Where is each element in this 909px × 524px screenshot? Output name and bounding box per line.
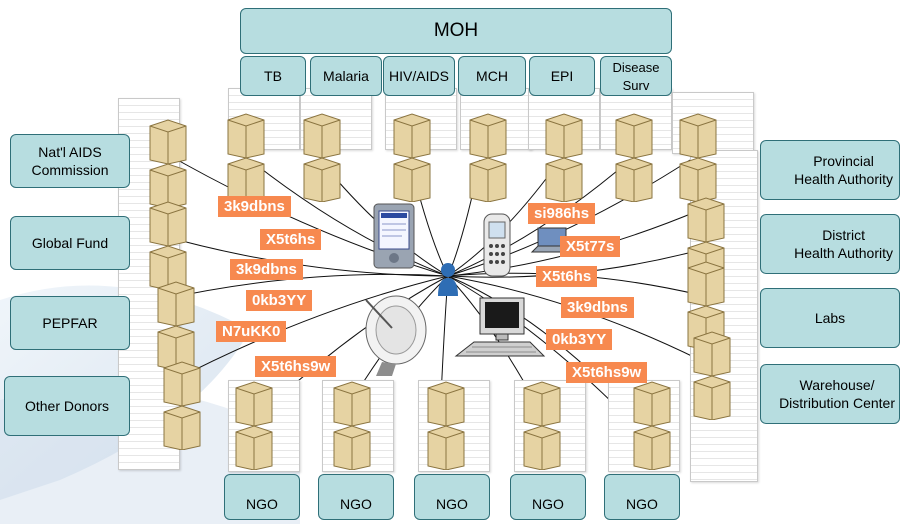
left-box-pepfar: PEPFAR [10,296,130,350]
program-box-disease-surv: Disease Surv [600,56,672,96]
server-stack-icon [520,380,564,475]
program-box-hiv-aids: HIV/AIDS [383,56,455,96]
server-stack-icon [542,112,586,207]
server-stack-icon [466,112,510,207]
left-box-natl-aids-commission: Nat'l AIDS Commission [10,134,130,188]
server-stack-icon [676,112,720,207]
server-stack-icon [146,200,190,295]
record-id-label: 3k9dbns [230,259,303,280]
right-box-labs: Labs [760,288,900,348]
connector-line [447,275,631,421]
pda-icon [373,203,415,269]
record-id-label: 0kb3YY [546,329,613,350]
server-stack-icon [300,112,344,207]
record-id-label: X5t6hs9w [566,362,648,383]
record-id-label: si986hs [528,203,596,224]
server-stack-icon [690,330,734,425]
bottom-box-ngo-2: NGO [318,474,394,520]
connector-line [159,273,449,301]
record-id-label: X5t6hs [260,229,322,250]
right-box-warehouse: Warehouse/ Distribution Center [760,364,900,424]
server-stack-icon [612,112,656,207]
moh-box: MOH [240,8,672,54]
satellite-dish-icon [365,295,427,376]
desktop-computer-icon [454,297,546,357]
connector-line [164,275,449,386]
connector-line [159,234,449,277]
program-box-epi: EPI [529,56,595,96]
server-stack-icon [160,360,204,455]
server-stack-icon [630,380,674,475]
record-id-label: X5t77s [560,236,621,257]
record-id-label: 0kb3YY [246,290,313,311]
bottom-box-ngo-1: NGO [224,474,300,520]
connector-line [447,159,691,277]
server-stack-icon [390,112,434,207]
right-box-district-health-authority: District Health Authority [760,214,900,274]
server-stack-icon [224,112,268,207]
server-stack-icon [232,380,276,475]
connector-line [249,159,449,277]
bottom-box-ngo-5: NGO [604,474,680,520]
record-id-label: 3k9dbns [218,196,291,217]
record-id-label: X5t6hs9w [255,356,337,377]
left-box-global-fund: Global Fund [10,216,130,270]
right-box-provincial-health-authority: Provincial Health Authority [760,140,900,200]
server-stack-icon [146,118,190,213]
server-stack-icon [330,380,374,475]
record-id-label: N7uKK0 [216,321,287,342]
server-stack-icon [154,280,198,375]
server-stack-icon [424,380,468,475]
program-box-tb: TB [240,56,306,96]
person-icon [438,263,458,296]
mobile-phone-icon [483,213,511,277]
bottom-box-ngo-3: NGO [414,474,490,520]
program-box-mch: MCH [458,56,526,96]
bottom-box-ngo-4: NGO [510,474,586,520]
program-box-malaria: Malaria [310,56,382,96]
record-id-label: X5t6hs [536,266,598,287]
record-id-label: 3k9dbns [561,297,634,318]
left-box-other-donors: Other Donors [4,376,130,436]
